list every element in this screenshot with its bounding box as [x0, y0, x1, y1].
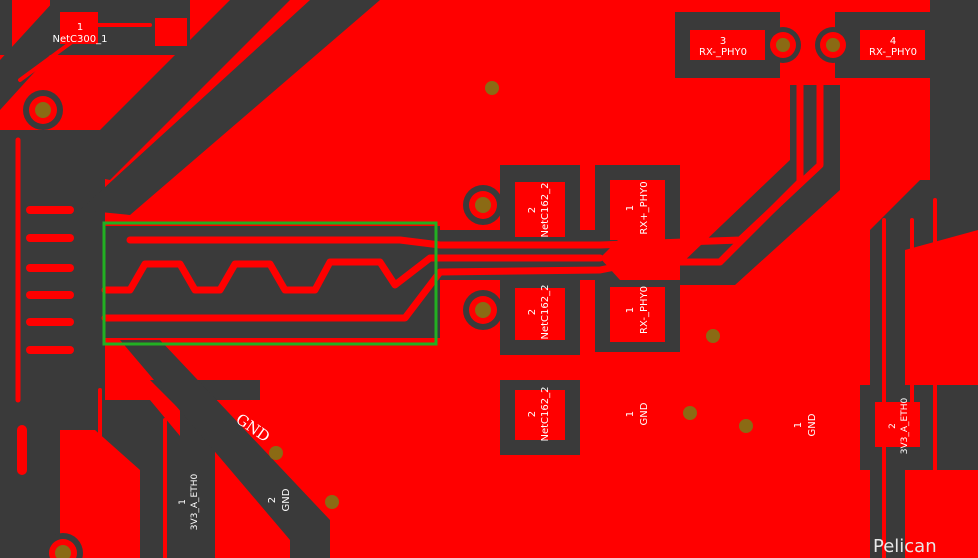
netc300-net-label: NetC300_1 — [53, 34, 108, 45]
netc162-top-net-label: NetC162_2 — [540, 183, 551, 238]
rxm-right-pin-label: 4 — [890, 36, 896, 47]
rxm-left-net-label: RX-_PHY0 — [699, 47, 747, 58]
vias — [23, 27, 851, 558]
netc162-mid-net-label: NetC162_2 — [540, 285, 551, 340]
stitching-vias — [269, 81, 753, 509]
v33-right-pin-label: 2 — [888, 423, 898, 429]
netc162-mid-pin-label: 2 — [527, 309, 538, 315]
netc162-bot-pin-label: 2 — [527, 411, 538, 417]
gnd-d-net-label: GND — [281, 488, 292, 511]
gnd-d-pin-label: 2 — [267, 497, 278, 503]
netc162-bot-net-label: NetC162_2 — [540, 387, 551, 442]
pads — [60, 12, 925, 447]
net-labels: 1 NetC300_1 3 RX-_PHY0 4 RX-_PHY0 2 NetC… — [53, 22, 937, 557]
v33-right-net-label: 3V3_A_ETH0 — [900, 398, 910, 455]
gnd-b-pin-label: 1 — [793, 422, 804, 428]
rxm-mid-net-label: RX-_PHY0 — [639, 286, 650, 334]
gnd-a-pin-label: 1 — [625, 411, 636, 417]
rxp-net-label: RX+_PHY0 — [639, 181, 650, 234]
rxm-mid-pin-label: 1 — [625, 307, 636, 313]
gnd-a-net-label: GND — [639, 402, 650, 425]
watermark: Pelican — [873, 536, 937, 557]
netc300-pin-label: 1 — [77, 22, 83, 33]
gnd-b-net-label: GND — [807, 413, 818, 436]
rxm-left-pin-label: 3 — [720, 36, 726, 47]
v33-left-net-label: 3V3_A_ETH0 — [190, 474, 200, 531]
v33-left-pin-label: 1 — [178, 499, 188, 505]
rxm-right-net-label: RX-_PHY0 — [869, 47, 917, 58]
rxp-pin-label: 1 — [625, 205, 636, 211]
selection-box[interactable] — [102, 221, 438, 346]
netc162-top-pin-label: 2 — [527, 207, 538, 213]
